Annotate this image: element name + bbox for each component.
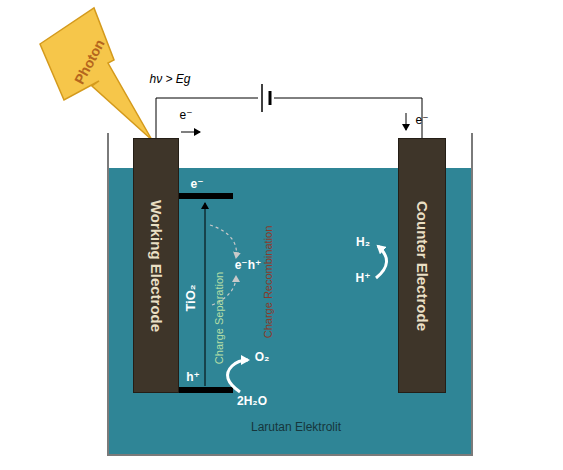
lightning-bolt [28, 2, 158, 144]
species-label: H₂ [356, 236, 370, 249]
electron-arrow [406, 113, 407, 130]
oxidation-arrow [228, 360, 249, 392]
electron-arrow [181, 132, 200, 133]
photon-energy: hν > Eg [149, 73, 190, 86]
species-label: 2H₂O [237, 395, 267, 408]
battery-plate [261, 84, 263, 112]
excitation-arrow [205, 203, 206, 386]
electron-label: e⁻ [190, 178, 203, 191]
process-label: Charge Recombination [262, 226, 274, 339]
circuit-wire [156, 98, 422, 138]
battery-plate [269, 91, 272, 105]
electrolyte-label: Larutan Elektrolit [251, 421, 341, 434]
electron-label: e⁻ [179, 109, 192, 122]
electrode-label: Working Electrode [148, 199, 165, 331]
electrode-label: Counter Electrode [414, 200, 431, 330]
species-label: H⁺ [356, 272, 371, 285]
hole-label: h⁺ [186, 371, 200, 384]
working-electrode: Working Electrode [133, 138, 179, 393]
material-label: TiO₂ [184, 284, 198, 311]
electrolyte [109, 168, 471, 454]
reduction-arrow [376, 246, 387, 278]
counter-electrode: Counter Electrode [398, 138, 446, 393]
battery-gap [258, 92, 274, 104]
recombination-arrow [210, 225, 236, 258]
electron-label: e⁻ [415, 114, 428, 127]
species-label: O₂ [255, 351, 270, 364]
photon-bolt: Photon [28, 2, 158, 144]
process-label: Charge Separation [213, 272, 225, 364]
conduction-band [178, 193, 233, 199]
bolt-outline [40, 8, 152, 140]
valence-band [178, 387, 233, 393]
beaker-wall [108, 133, 472, 455]
exciton-label: e⁻h⁺ [235, 259, 262, 272]
